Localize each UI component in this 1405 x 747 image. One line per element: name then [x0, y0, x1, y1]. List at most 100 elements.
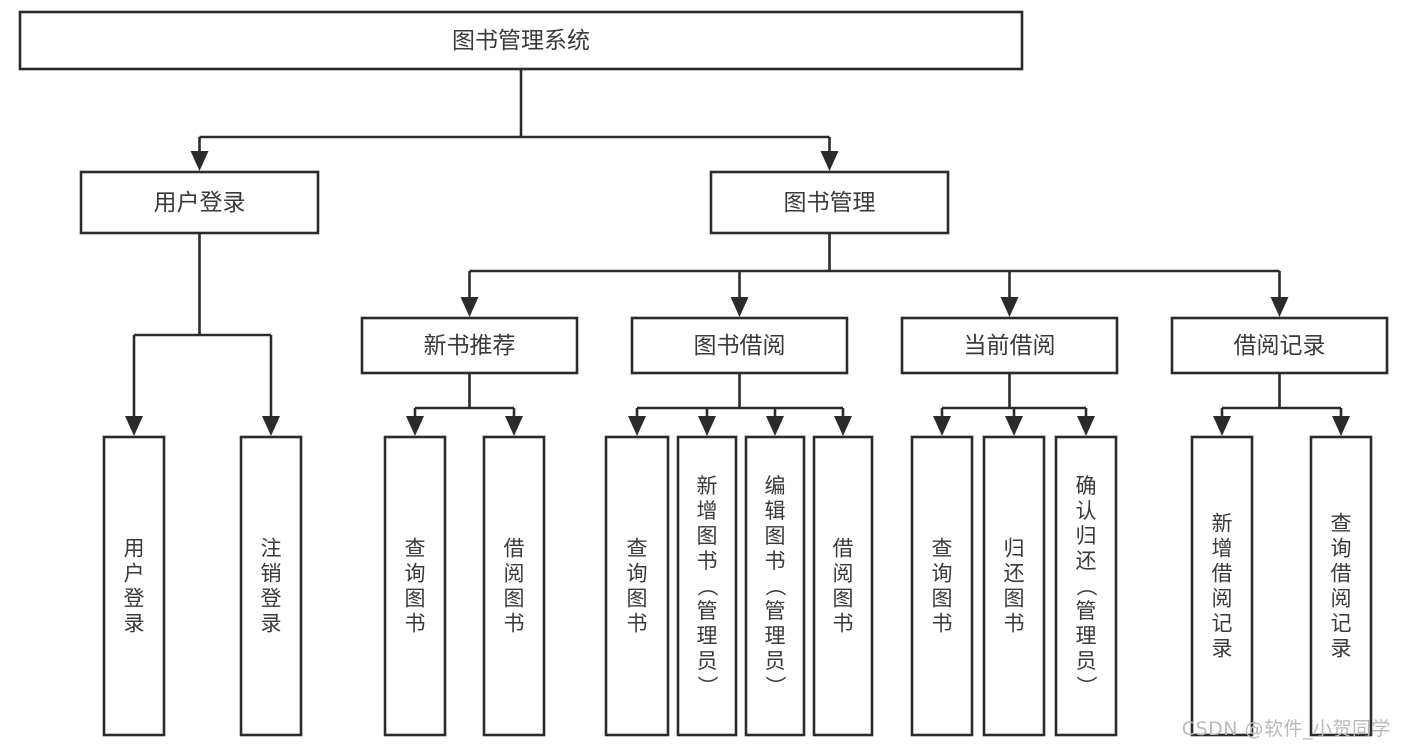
svg-text:新: 新 — [697, 474, 718, 498]
node-level1-user-login[interactable]: 用户登录 — [79, 170, 320, 235]
node-box-leaf-query-borrow-record[interactable] — [1309, 435, 1373, 737]
node-box-leaf-query-book-current[interactable] — [910, 435, 974, 737]
edge-group-from-current-borrow — [933, 373, 1095, 436]
svg-text:录: 录 — [261, 612, 282, 636]
svg-text:阅: 阅 — [1331, 587, 1352, 611]
arrow-head-icon — [1332, 416, 1350, 436]
svg-text:理: 理 — [1076, 624, 1097, 648]
node-label-root: 图书管理系统 — [452, 28, 590, 54]
node-box-leaf-edit-book-admin[interactable] — [744, 435, 806, 737]
arrow-head-icon — [698, 416, 716, 436]
node-label-book-management: 图书管理 — [784, 190, 876, 216]
edge-group-from-borrow-record — [1213, 373, 1350, 436]
svg-text:（: （ — [695, 576, 719, 597]
svg-text:询: 询 — [932, 562, 953, 586]
svg-text:阅: 阅 — [504, 562, 525, 586]
svg-text:图: 图 — [697, 524, 718, 548]
svg-text:书: 书 — [405, 612, 426, 636]
node-box-leaf-logout-login[interactable] — [239, 435, 303, 737]
node-level2-borrow-record[interactable]: 借阅记录 — [1170, 316, 1389, 375]
node-box-leaf-add-borrow-record[interactable] — [1190, 435, 1254, 737]
svg-text:登: 登 — [124, 587, 145, 611]
edges-layer — [125, 69, 1350, 436]
node-box-leaf-query-book-borrow[interactable] — [604, 435, 670, 737]
node-box-leaf-user-login[interactable] — [102, 435, 166, 737]
node-leaf-leaf-user-login[interactable]: 用户登录 — [102, 435, 166, 737]
svg-text:书: 书 — [504, 612, 525, 636]
svg-text:用: 用 — [124, 537, 145, 561]
node-box-current-borrow[interactable] — [900, 316, 1119, 375]
node-box-new-book-recommend[interactable] — [360, 316, 579, 375]
edge-group-from-book-borrow — [628, 373, 852, 436]
node-level2-book-borrow[interactable]: 图书借阅 — [630, 316, 849, 375]
svg-text:查: 查 — [932, 537, 953, 561]
svg-text:辑: 辑 — [765, 499, 786, 523]
svg-text:询: 询 — [405, 562, 426, 586]
svg-text:员: 员 — [765, 649, 786, 673]
node-label-book-borrow: 图书借阅 — [694, 333, 786, 359]
node-box-leaf-borrow-book-recommend[interactable] — [482, 435, 546, 737]
node-box-book-management[interactable] — [709, 170, 950, 235]
svg-text:（: （ — [763, 576, 787, 597]
svg-text:管: 管 — [1076, 599, 1097, 623]
arrow-head-icon — [460, 297, 479, 317]
svg-text:图: 图 — [932, 587, 953, 611]
node-box-leaf-borrow-book[interactable] — [812, 435, 874, 737]
svg-text:归: 归 — [1076, 524, 1097, 548]
svg-text:确: 确 — [1076, 474, 1097, 498]
node-box-leaf-return-book[interactable] — [982, 435, 1046, 737]
node-box-book-borrow[interactable] — [630, 316, 849, 375]
svg-text:登: 登 — [261, 587, 282, 611]
svg-text:询: 询 — [627, 562, 648, 586]
node-level1-book-management[interactable]: 图书管理 — [709, 170, 950, 235]
arrow-head-icon — [406, 416, 424, 436]
arrow-head-icon — [834, 416, 852, 436]
node-label-borrow-record: 借阅记录 — [1234, 333, 1326, 359]
svg-text:书: 书 — [932, 612, 953, 636]
svg-text:理: 理 — [765, 624, 786, 648]
node-box-borrow-record[interactable] — [1170, 316, 1389, 375]
svg-text:查: 查 — [405, 537, 426, 561]
node-box-leaf-confirm-return-admin[interactable] — [1054, 435, 1118, 737]
edge-group-from-user-login — [125, 233, 280, 436]
node-level2-new-book-recommend[interactable]: 新书推荐 — [360, 316, 579, 375]
node-box-leaf-query-book-recommend[interactable] — [383, 435, 447, 737]
node-level2-current-borrow[interactable]: 当前借阅 — [900, 316, 1119, 375]
arrow-head-icon — [933, 416, 951, 436]
node-root[interactable]: 图书管理系统 — [18, 10, 1024, 71]
svg-text:新: 新 — [1212, 512, 1233, 536]
node-box-leaf-add-book-admin[interactable] — [676, 435, 738, 737]
svg-text:借: 借 — [1212, 562, 1233, 586]
edge-group-from-root — [190, 69, 839, 171]
svg-text:借: 借 — [1331, 562, 1352, 586]
node-box-user-login[interactable] — [79, 170, 320, 235]
svg-text:员: 员 — [1076, 649, 1097, 673]
svg-text:）: ） — [1074, 676, 1098, 697]
node-box-root[interactable] — [18, 10, 1024, 71]
arrow-head-icon — [1270, 297, 1289, 317]
svg-text:增: 增 — [1212, 537, 1233, 561]
svg-text:录: 录 — [124, 612, 145, 636]
